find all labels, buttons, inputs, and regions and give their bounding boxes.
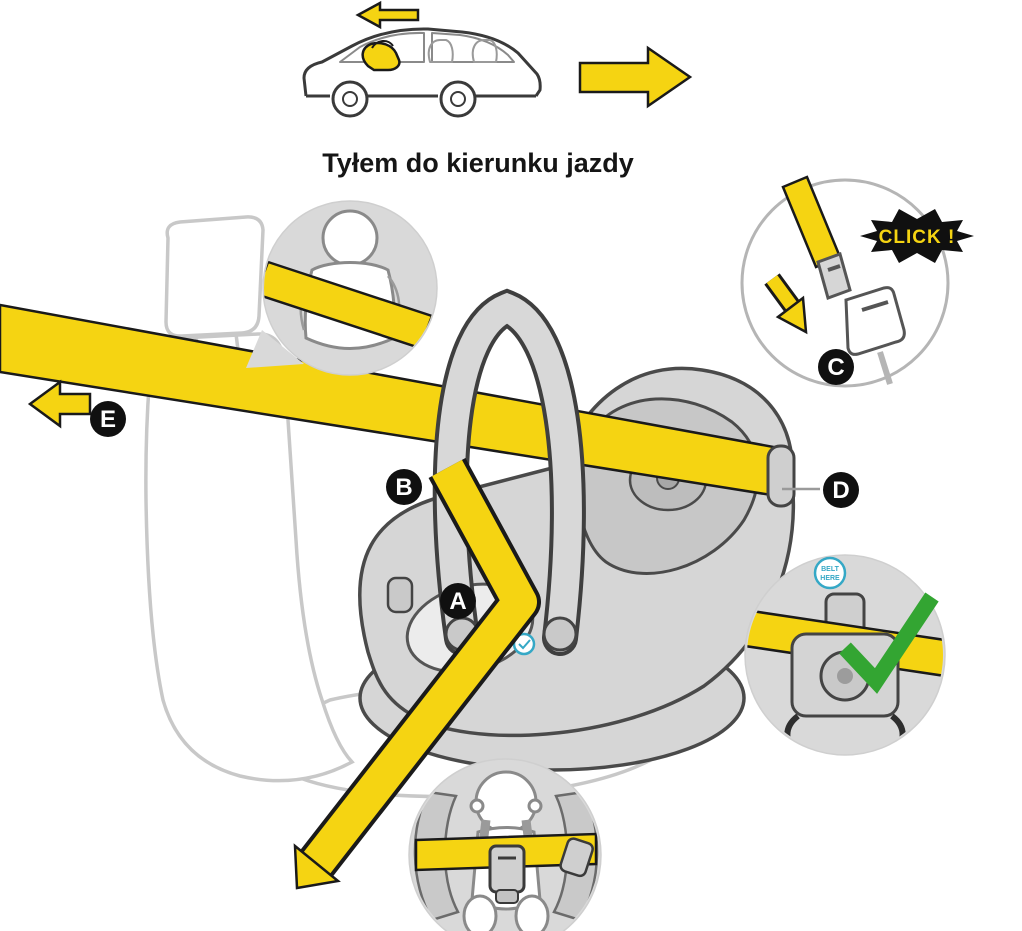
detail-belt-routing: BELT HERE — [744, 487, 946, 756]
page-title: Tyłem do kierunku jazdy — [322, 148, 634, 178]
pull-left-arrow-icon — [27, 379, 92, 429]
badge-d: D — [823, 472, 859, 508]
harness-tongue-right — [559, 837, 594, 878]
vehicle-seat-headrest — [164, 215, 265, 338]
svg-text:E: E — [100, 406, 116, 433]
seatbelt-diagonal — [0, 303, 796, 508]
handle-pivot-right — [542, 616, 578, 652]
detail-shoulder-belt — [246, 200, 438, 376]
click-bubble: CLICK ! — [860, 209, 974, 263]
detail-pointer-tail — [246, 330, 304, 368]
click-bubble-text: CLICK ! — [879, 227, 956, 248]
car-wheel-rear — [439, 80, 477, 118]
buckle-tongue — [816, 252, 852, 300]
svg-text:D: D — [832, 477, 849, 504]
insert-arrow-icon — [764, 273, 808, 335]
left-arrow-icon — [355, 0, 420, 30]
occupant-head — [321, 209, 379, 267]
click-bubble-burst — [860, 209, 974, 263]
belt-guide-clip — [766, 444, 796, 508]
svg-text:C: C — [827, 354, 844, 381]
seatbelt-lap-segment — [293, 457, 541, 890]
buckle-receiver — [844, 286, 906, 356]
check-icon — [839, 592, 939, 694]
badge-e: E — [90, 401, 126, 437]
badge-a: A — [440, 583, 476, 619]
svg-text:BELT: BELT — [821, 566, 839, 573]
belt-direction-arrowhead — [293, 843, 341, 890]
brand-logo-dot — [512, 632, 536, 656]
detail-buckle-click: CLICK ! — [740, 175, 974, 388]
svg-text:HERE: HERE — [820, 575, 840, 582]
car-outline — [302, 27, 542, 118]
car-direction-section — [302, 0, 693, 118]
car-wheel-front — [331, 80, 369, 118]
belt-here-icon: BELT HERE — [813, 556, 847, 590]
svg-text:A: A — [449, 588, 466, 615]
svg-text:B: B — [395, 474, 412, 501]
badge-c: C — [818, 349, 854, 385]
harness-buckle-center — [488, 844, 526, 894]
badge-b: B — [386, 469, 422, 505]
carrier-belt-hook — [386, 576, 414, 614]
detail-harness-buckle — [408, 758, 602, 931]
right-arrow-icon — [578, 45, 693, 109]
rear-facing-seat-highlight — [361, 40, 401, 72]
